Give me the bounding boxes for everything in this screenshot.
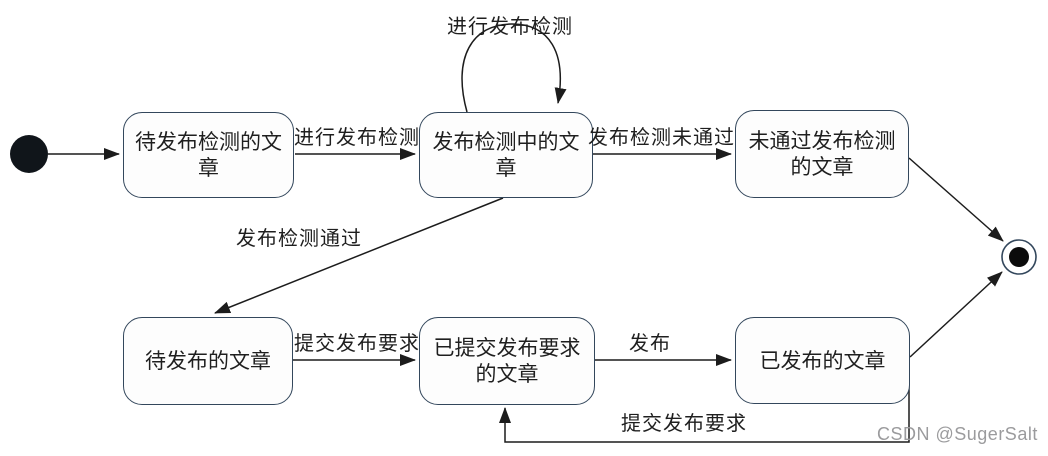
transition-self-loop-arrow	[461, 23, 567, 113]
transition-check-passed-arrow	[214, 197, 504, 314]
state-awaiting-publish: 待发布的文章	[123, 317, 293, 405]
transition-failed-to-final-arrow	[908, 157, 1004, 242]
final-state-dot	[1009, 247, 1029, 267]
label-check-failed: 发布检测未通过	[588, 127, 735, 149]
transition-resubmit-arrow	[499, 362, 910, 443]
label-resubmit-request: 提交发布要求	[621, 413, 747, 435]
state-request-submitted: 已提交发布要求的文章	[419, 317, 595, 405]
initial-state-dot	[10, 135, 48, 173]
label-self-loop-check: 进行发布检测	[447, 16, 573, 38]
label-submit-request: 提交发布要求	[294, 333, 420, 355]
label-to-checking: 进行发布检测	[294, 127, 420, 149]
label-check-passed: 发布检测通过	[236, 228, 362, 250]
transition-published-to-final-arrow	[909, 271, 1003, 358]
label-publish: 发布	[629, 333, 671, 355]
state-awaiting-check: 待发布检测的文章	[123, 112, 294, 198]
csdn-watermark: CSDN @SugerSalt	[877, 424, 1038, 444]
state-checking: 发布检测中的文章	[419, 112, 593, 198]
state-published: 已发布的文章	[735, 317, 910, 404]
state-check-failed: 未通过发布检测的文章	[735, 110, 909, 198]
